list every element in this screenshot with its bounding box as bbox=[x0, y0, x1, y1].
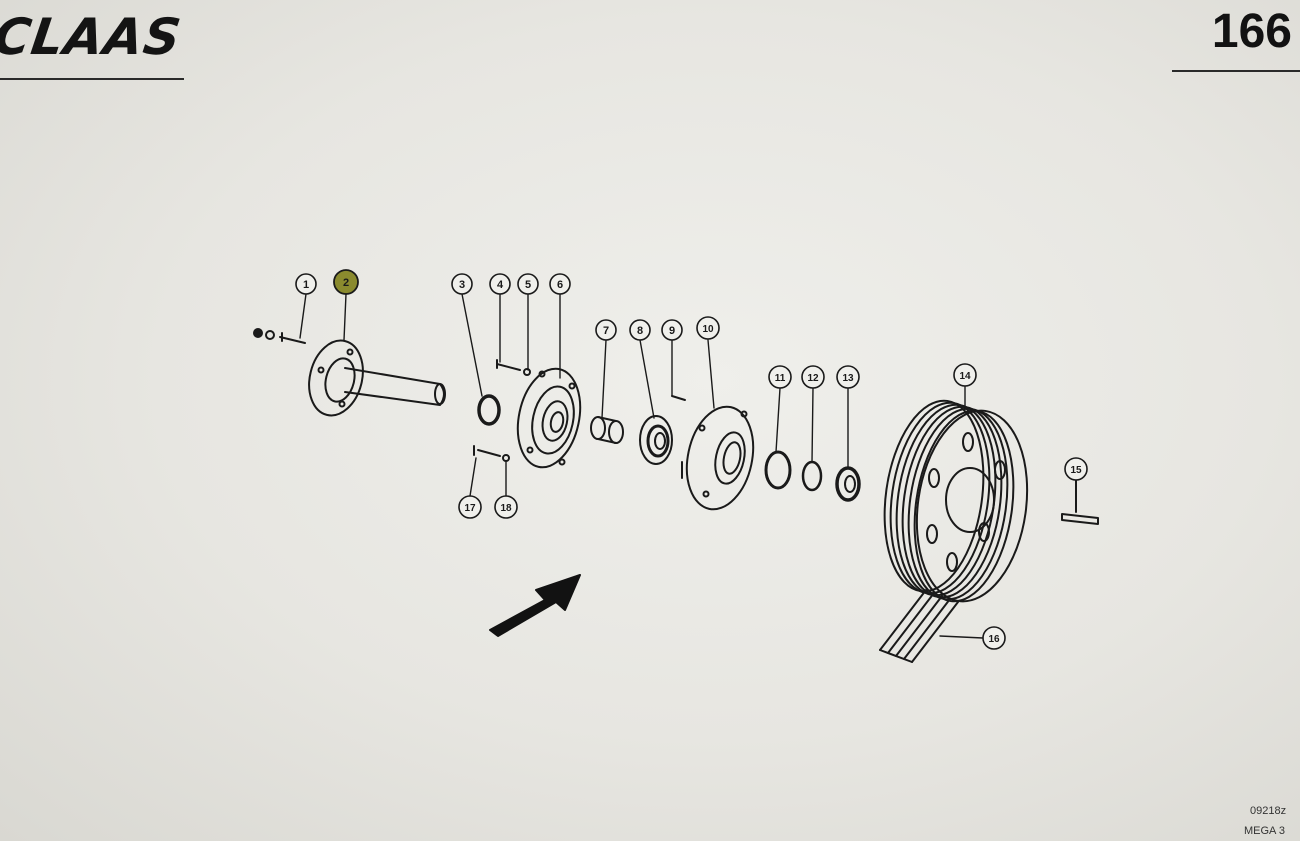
callout-9: 9 bbox=[661, 319, 683, 341]
callout-2-highlighted: 2 bbox=[333, 269, 359, 295]
svg-text:18: 18 bbox=[500, 503, 512, 514]
callout-14: 14 bbox=[953, 363, 977, 387]
svg-text:11: 11 bbox=[775, 373, 786, 384]
callout-3: 3 bbox=[451, 273, 473, 295]
svg-text:12: 12 bbox=[807, 373, 819, 384]
svg-text:2: 2 bbox=[343, 277, 349, 289]
callout-12: 12 bbox=[801, 365, 825, 389]
drive-belt-part bbox=[879, 589, 959, 663]
svg-text:8: 8 bbox=[637, 325, 643, 337]
header-rule-right bbox=[1172, 70, 1300, 72]
key-pin-part bbox=[1061, 479, 1099, 525]
flanged-shaft-part bbox=[253, 328, 446, 417]
callout-8: 8 bbox=[629, 319, 651, 341]
callout-6: 6 bbox=[549, 273, 571, 295]
cover-plate-part bbox=[671, 395, 755, 511]
svg-text:10: 10 bbox=[702, 324, 714, 335]
callout-16: 16 bbox=[982, 626, 1006, 650]
svg-text:17: 17 bbox=[464, 503, 476, 514]
svg-text:6: 6 bbox=[557, 279, 563, 291]
header-rule-left bbox=[0, 78, 184, 80]
svg-text:4: 4 bbox=[497, 279, 504, 291]
svg-text:9: 9 bbox=[669, 325, 675, 337]
callout-4: 4 bbox=[489, 273, 511, 295]
leader-lines bbox=[299, 293, 1077, 639]
callout-5: 5 bbox=[517, 273, 539, 295]
small-bolt-part bbox=[473, 445, 510, 462]
footer-code-line-1: 09218z bbox=[1250, 805, 1287, 817]
svg-text:13: 13 bbox=[842, 373, 854, 384]
svg-text:5: 5 bbox=[525, 279, 531, 291]
callout-13: 13 bbox=[836, 365, 860, 389]
callout-18: 18 bbox=[494, 495, 518, 519]
callout-1: 1 bbox=[295, 273, 317, 295]
pulley-part bbox=[883, 399, 1029, 603]
svg-text:3: 3 bbox=[459, 279, 465, 291]
callout-10: 10 bbox=[696, 316, 720, 340]
footer-code-line-2: MEGA 3 bbox=[1244, 825, 1285, 837]
direction-arrow bbox=[489, 574, 581, 637]
o-ring-part bbox=[477, 394, 501, 426]
callout-17: 17 bbox=[458, 495, 482, 519]
svg-text:15: 15 bbox=[1070, 465, 1082, 476]
callout-11: 11 bbox=[768, 365, 792, 389]
page-number: 166 bbox=[1211, 5, 1292, 58]
sleeve-part bbox=[590, 416, 624, 444]
callout-7: 7 bbox=[595, 319, 617, 341]
svg-text:14: 14 bbox=[959, 371, 971, 382]
svg-text:1: 1 bbox=[303, 279, 309, 291]
bearing-part bbox=[639, 415, 673, 465]
bearing-flange-part bbox=[496, 359, 582, 469]
svg-text:7: 7 bbox=[603, 325, 609, 337]
callout-15: 15 bbox=[1064, 457, 1088, 481]
svg-text:16: 16 bbox=[988, 634, 1000, 645]
